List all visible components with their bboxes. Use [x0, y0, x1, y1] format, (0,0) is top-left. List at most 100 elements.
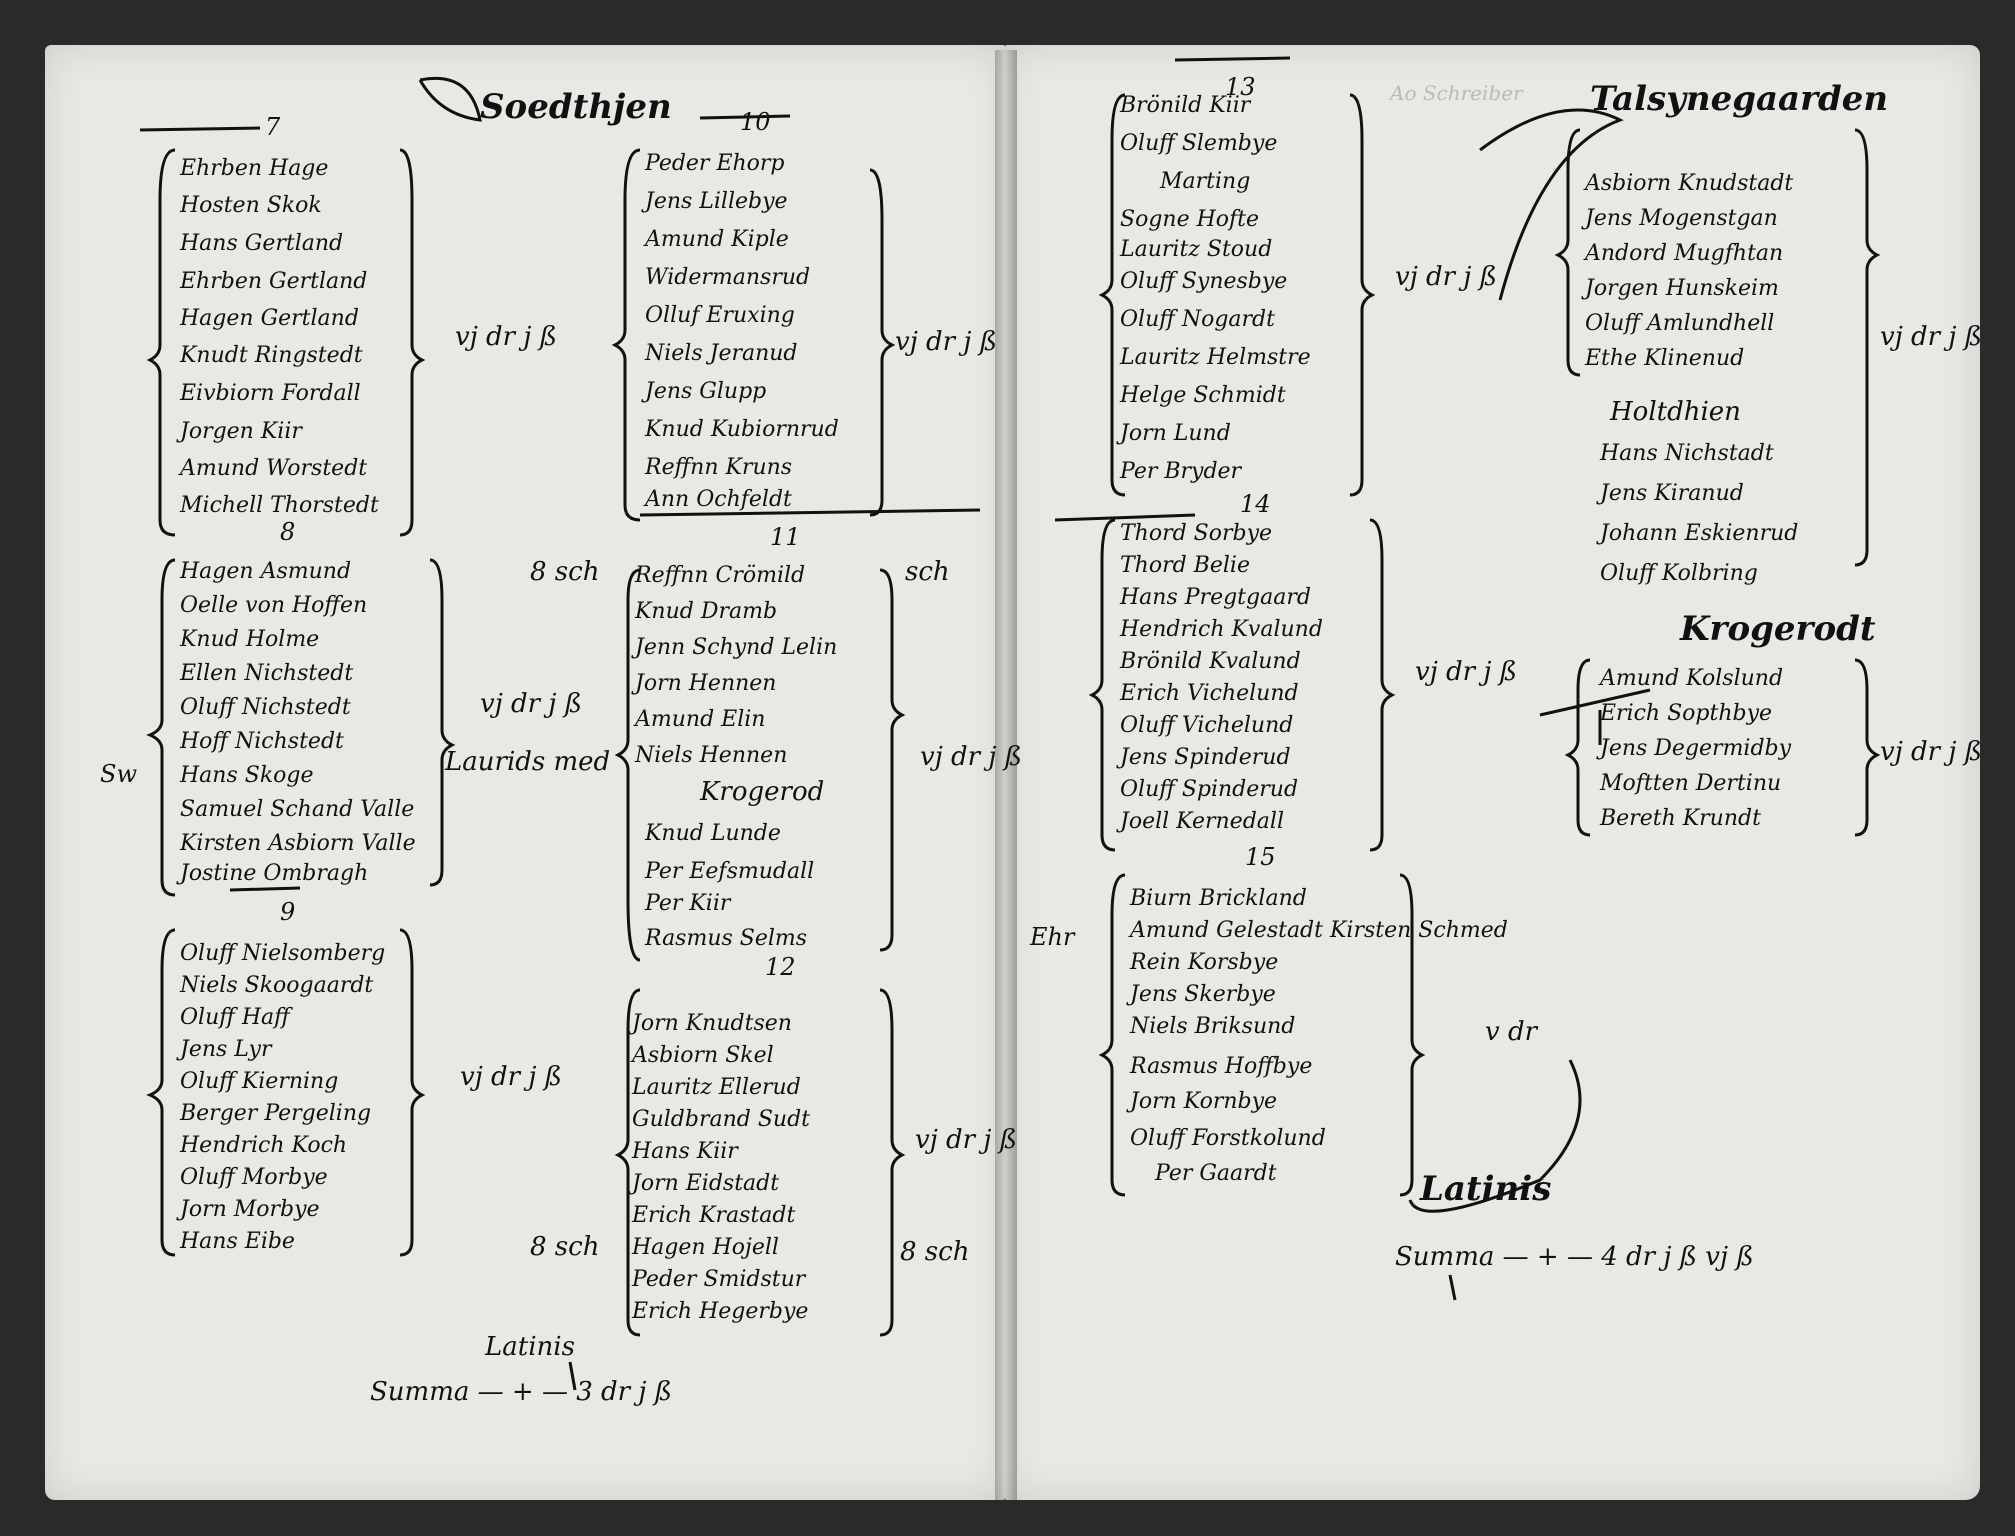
book-gutter	[995, 50, 1017, 1500]
group-15-entries: Biurn Brickland Amund Gelestadt Rein Kor…	[1126, 886, 1326, 1186]
entry: Oelle von Hoffen	[180, 593, 367, 618]
entry: Biurn Brickland	[1129, 886, 1307, 911]
entry: Brönild Kvalund	[1119, 649, 1301, 674]
entry: Hans Nichstadt	[1599, 441, 1774, 466]
amount: vj dr j ß	[460, 1062, 562, 1092]
entry: Amund Kiple	[643, 227, 789, 252]
amount: vj dr j ß	[1395, 262, 1497, 292]
entry: Hans Kiir	[631, 1139, 739, 1164]
entry: Niels Jeranud	[644, 341, 798, 366]
entry: Moftten Dertinu	[1599, 771, 1781, 796]
entry: Jorn Lund	[1116, 421, 1231, 446]
entry: Knud Dramb	[634, 599, 777, 624]
talsynegaarden-entries: Asbiorn Knudstadt Jens Mogenstgan Andord…	[1581, 171, 1793, 371]
entry: Per Bryder	[1119, 459, 1243, 484]
entry: Jens Lyr	[176, 1037, 273, 1062]
entry: Oluff Haff	[180, 1005, 293, 1030]
entry: Niels Briksund	[1129, 1014, 1295, 1039]
entry: Hendrich Koch	[179, 1133, 347, 1158]
entry: Hans Gertland	[179, 231, 343, 256]
entry: Eivbiorn Fordall	[179, 381, 361, 406]
entry: Berger Pergeling	[179, 1101, 371, 1126]
group-12-entries: Jorn Knudtsen Asbiorn Skel Lauritz Eller…	[628, 1011, 810, 1324]
entry: Jens Degermidby	[1596, 736, 1792, 761]
entry: Kirsten Asbiorn Valle	[179, 831, 416, 856]
group-number: 13	[1225, 73, 1256, 101]
entry: Oluff Morbye	[180, 1165, 328, 1190]
entry: Rein Korsbye	[1129, 950, 1278, 975]
entry: Guldbrand Sudt	[632, 1107, 810, 1132]
entry: Oluff Vichelund	[1120, 713, 1293, 738]
entry: Joell Kernedall	[1116, 809, 1284, 834]
entry: Hans Skoge	[179, 763, 314, 788]
entry: Hans Pregtgaard	[1119, 585, 1311, 610]
entry: Lauritz Ellerud	[631, 1075, 801, 1100]
group-number: 10	[740, 108, 771, 136]
entry: Knud Holme	[179, 627, 319, 652]
summary-line: Summa — + — 4 dr j ß vj ß	[1395, 1242, 1754, 1272]
entry: Widermansrud	[645, 265, 810, 290]
group-13-entries: Brönild Kiir Oluff Slembye Marting Sogne…	[1116, 93, 1311, 484]
rules	[139, 56, 1651, 1391]
entry: Oluff Spinderud	[1120, 777, 1298, 802]
entry: Oluff Kierning	[180, 1069, 338, 1094]
summary-label: Latinis	[1419, 1169, 1551, 1209]
entry: Johann Eskienrud	[1596, 521, 1798, 546]
amount: vj dr j ß	[1880, 322, 1982, 352]
margin-mark: Sw	[100, 760, 137, 788]
entry: Rasmus Hoffbye	[1129, 1054, 1312, 1079]
entry: Hagen Asmund	[179, 559, 351, 584]
entry: Jorgen Hunskeim	[1581, 276, 1779, 301]
left-page-heading: Soedthjen	[480, 87, 672, 127]
amount: vj dr j ß	[915, 1125, 1017, 1155]
entry: Jorn Kornbye	[1126, 1089, 1277, 1114]
entry: Knudt Ringstedt	[179, 343, 363, 368]
entry: Jens Spinderud	[1116, 745, 1291, 770]
entry: Lauritz Stoud	[1119, 237, 1272, 262]
entry: Helge Schmidt	[1119, 383, 1286, 408]
entry: Asbiorn Knudstadt	[1583, 171, 1793, 196]
entry: Erich Vichelund	[1119, 681, 1299, 706]
entry: Michell Thorstedt	[179, 493, 379, 518]
summary-line: Summa — + — 3 dr j ß	[370, 1377, 672, 1407]
entry: Knud Lunde	[644, 821, 781, 846]
amount: vj dr j ß	[1880, 737, 1982, 767]
section-heading: Krogerodt	[1679, 609, 1876, 649]
entry: Jorn Knudtsen	[628, 1011, 792, 1036]
entry: Andord Mugfhtan	[1583, 241, 1783, 266]
entry: Knud Kubiornrud	[644, 417, 839, 442]
right-page	[1005, 45, 1980, 1500]
summary-label: Latinis	[484, 1332, 575, 1362]
group-7-entries: Ehrben Hage Hosten Skok Hans Gertland Eh…	[176, 156, 379, 518]
amount: vj dr j ß	[480, 689, 582, 719]
faint-top-note: Ao Schreiber	[1388, 81, 1524, 105]
entry: Reffnn Crömild	[634, 563, 805, 588]
entry: Bereth Krundt	[1599, 806, 1761, 831]
entry: Oluff Forstkolund	[1130, 1126, 1326, 1151]
section-heading: Talsynegaarden	[1590, 79, 1888, 119]
left-amount: 8 sch	[530, 557, 599, 587]
entry: Jorn Morbye	[176, 1197, 320, 1222]
entry: Hosten Skok	[179, 193, 322, 218]
group-number: 14	[1240, 490, 1271, 518]
group-9-entries: Oluff Nielsomberg Niels Skoogaardt Oluff…	[176, 941, 385, 1254]
entry: Jorgen Kiir	[176, 419, 303, 444]
entry: Oluff Amlundhell	[1585, 311, 1774, 336]
entry: Erich Hegerbye	[631, 1299, 808, 1324]
group-number: 8	[280, 518, 295, 546]
entry: Erich Sopthbye	[1599, 701, 1772, 726]
entry: Reffnn Kruns	[644, 455, 792, 480]
entry: Hagen Gertland	[179, 306, 359, 331]
entry: Erich Krastadt	[631, 1203, 795, 1228]
right-amount: 8 sch	[900, 1237, 969, 1267]
entry: Marting	[1159, 169, 1250, 194]
amount: vj dr j ß	[455, 322, 557, 352]
group-number: 9	[280, 898, 295, 926]
entry: Peder Ehorp	[644, 151, 785, 176]
holtdhien-entries: Hans Nichstadt Jens Kiranud Johann Eskie…	[1596, 441, 1798, 586]
entry: Jens Mogenstgan	[1581, 206, 1778, 231]
group-14-entries: Thord Sorbye Thord Belie Hans Pregtgaard…	[1116, 521, 1323, 834]
entry: Peder Smidstur	[631, 1267, 807, 1292]
entry: Rasmus Selms	[644, 926, 807, 951]
entry: Jorn Hennen	[631, 671, 776, 696]
